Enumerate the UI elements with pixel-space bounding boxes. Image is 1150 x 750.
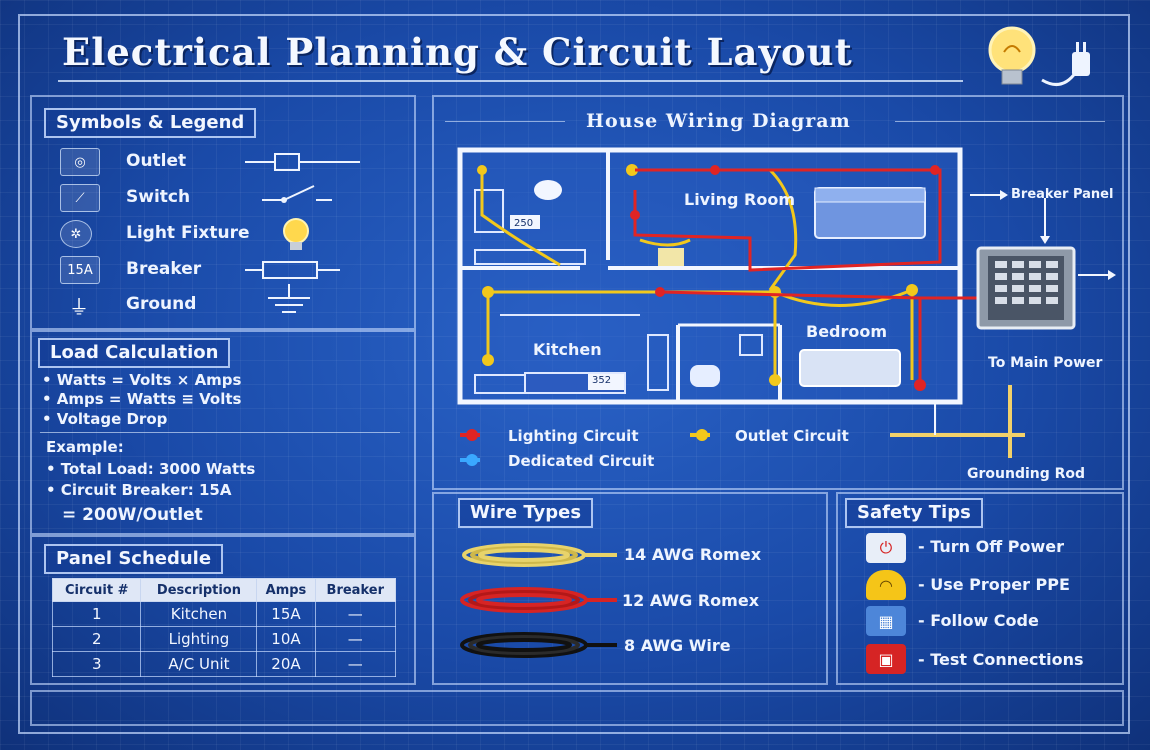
wire-types-panel [432,492,828,685]
col-amps: Amps [256,578,316,602]
switch-icon: ⟋ [60,184,100,212]
legend-heading: Symbols & Legend [44,108,257,138]
wiring-diagram-panel [432,95,1124,490]
wire-label-14awg: 14 AWG Romex [624,545,762,564]
cell-amps: 10A [256,626,316,652]
wire-label-8awg: 8 AWG Wire [624,636,731,655]
breaker-symbol [245,261,340,279]
example-per-outlet: = 200W/Outlet [62,505,203,525]
ground-symbol [268,284,310,313]
example-label: Example: [46,438,124,456]
formula-voltage-drop: • Voltage Drop [42,410,168,428]
table-header-row: Circuit # Description Amps Breaker [51,578,397,602]
col-breaker: Breaker [314,578,397,602]
legend-label-breaker: Breaker [126,259,202,279]
table-row: 2 Lighting 10A — [51,626,397,652]
legend-label-ground: Ground [126,294,197,314]
diagram-heading: House Wiring Diagram [586,110,851,132]
hard-hat-icon: ◠ [866,570,906,600]
bottom-strip [30,690,1124,726]
cell-circuit: 3 [51,651,142,677]
table-row: 3 A/C Unit 20A — [51,651,397,677]
legend-panel [30,95,416,330]
table-row: 1 Kitchen 15A — [51,601,397,627]
safety-follow-code: - Follow Code [918,611,1039,630]
switch-symbol [262,185,332,203]
example-total-load: • Total Load: 3000 Watts [46,460,256,478]
ground-icon: ⏚ [69,294,89,319]
safety-tips-heading: Safety Tips [845,498,983,528]
room-label-living: Living Room [684,190,795,209]
light-bulb-symbol [283,218,309,250]
code-book-icon: ▦ [866,606,906,636]
legend-outlet-circuit: Outlet Circuit [735,427,849,445]
grounding-rod-label: Grounding Rod [967,466,1086,482]
safety-tips-panel [836,492,1124,685]
panel-schedule-panel [30,535,416,685]
formula-watts: • Watts = Volts × Amps [42,371,242,389]
load-divider [40,432,400,433]
cell-description: Kitchen [140,601,258,627]
room-label-bedroom: Bedroom [806,322,888,341]
heading-rule-left [445,121,565,122]
cell-amps: 15A [256,601,316,627]
power-switch-icon: ⏻ [866,533,906,563]
cell-circuit: 2 [51,626,142,652]
legend-label-light-fixture: Light Fixture [126,223,250,243]
title-underline [58,80,963,82]
outlet-symbol [245,153,360,171]
breaker-icon: 15A [60,256,100,284]
cell-description: A/C Unit [140,651,258,677]
heading-rule-right [895,121,1105,122]
wire-label-12awg: 12 AWG Romex [622,591,760,610]
legend-label-outlet: Outlet [126,151,187,171]
oven-label: 352 [592,375,612,386]
panel-schedule-table: Circuit # Description Amps Breaker 1 Kit… [51,578,397,677]
room-label-kitchen: Kitchen [533,340,602,359]
col-circuit: Circuit # [51,578,142,602]
outer-frame [18,14,1130,734]
col-description: Description [140,578,258,602]
floor-plan [457,147,1116,466]
cell-breaker: — [314,626,397,652]
cell-breaker: — [314,601,397,627]
cell-circuit: 1 [51,601,142,627]
safety-test-connections: - Test Connections [918,650,1084,669]
cell-breaker: — [314,651,397,677]
safety-use-ppe: - Use Proper PPE [918,575,1070,594]
breaker-badge: 15A [67,262,93,278]
tester-icon: ▣ [866,644,906,674]
wire-coils [460,543,617,658]
panel-schedule-heading: Panel Schedule [44,544,224,574]
load-calc-panel [30,330,416,535]
cell-amps: 20A [256,651,316,677]
example-circuit-breaker: • Circuit Breaker: 15A [46,481,232,499]
lightbulb-plug-icon [988,26,1090,86]
stove-label: 250 [514,218,534,229]
cell-description: Lighting [140,626,258,652]
breaker-panel-label: Breaker Panel [1011,187,1114,202]
formula-amps: • Amps = Watts ≡ Volts [42,390,242,408]
legend-lighting-circuit: Lighting Circuit [508,427,639,445]
light-fixture-icon: ✲ [60,220,92,248]
page-title: Electrical Planning & Circuit Layout [62,30,853,74]
legend-dedicated-circuit: Dedicated Circuit [508,452,655,470]
main-power-label: To Main Power [988,355,1103,371]
load-calc-heading: Load Calculation [38,338,231,368]
outlet-icon: ◎ [60,148,100,176]
safety-turn-off-power: - Turn Off Power [918,537,1064,556]
wire-types-heading: Wire Types [458,498,594,528]
legend-label-switch: Switch [126,187,191,207]
